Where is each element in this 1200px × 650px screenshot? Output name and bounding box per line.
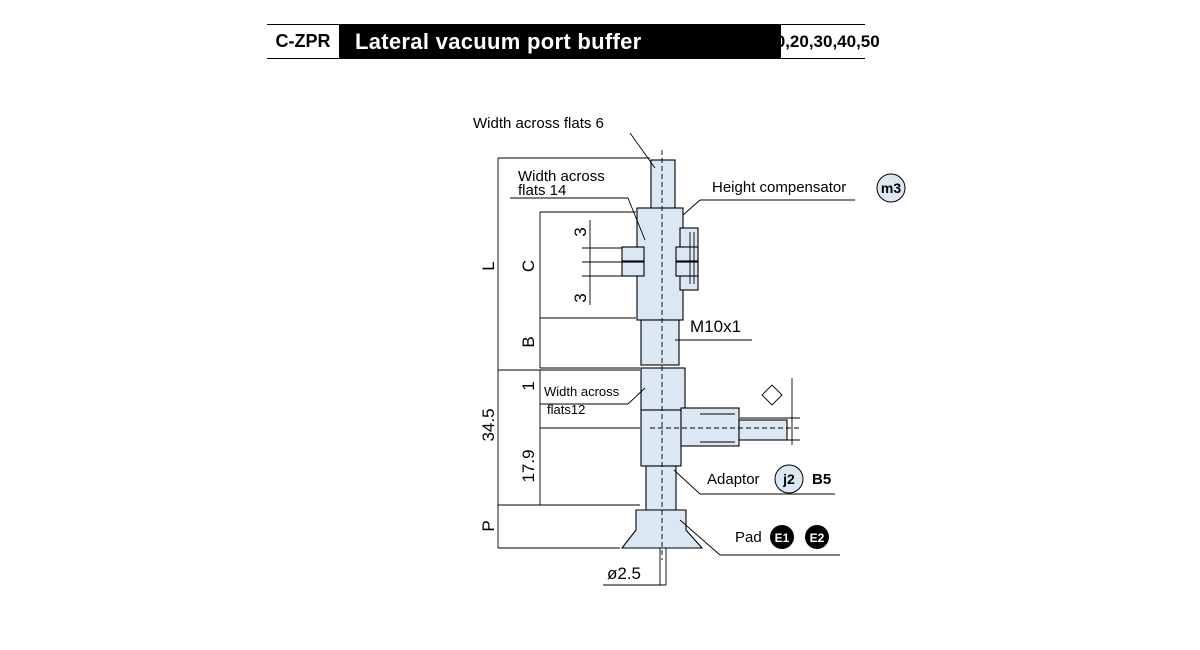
badge-j2-circle — [774, 464, 804, 494]
dim-B: B — [519, 336, 538, 347]
label-width-flats-14-line1: Width across — [518, 168, 605, 185]
badge-e1-circle — [770, 525, 794, 549]
dim-1: 1 — [519, 381, 538, 390]
dim-C: C — [519, 260, 538, 272]
title-bar: C-ZPR Lateral vacuum port buffer 10,20,3… — [267, 24, 880, 59]
centerlines — [650, 150, 800, 560]
label-width-flats-14-line2: flats 14 — [518, 182, 566, 199]
label-height-compensator: Height compensator — [712, 179, 846, 196]
dim-34-5: 34.5 — [479, 408, 498, 441]
product-name: Lateral vacuum port buffer — [339, 25, 781, 58]
badge-m3-circle — [876, 173, 906, 203]
dim-3-top: 3 — [571, 227, 590, 236]
badge-e2-circle — [805, 525, 829, 549]
size-list: 10,20,30,40,50 — [766, 31, 880, 51]
label-adaptor: Adaptor — [707, 471, 760, 488]
label-thread: M10x1 — [690, 317, 741, 336]
dim-L: L — [479, 261, 498, 270]
label-width-flats-6: Width across flats 6 — [473, 115, 604, 132]
label-width-flats-12-line1: Width across — [544, 384, 620, 399]
leader-lines — [510, 132, 855, 556]
badge-e2: E2 — [810, 531, 825, 545]
label-diameter: ø2.5 — [607, 564, 641, 583]
label-width-flats-12-line2: flats12 — [547, 402, 585, 417]
vacuum-buffer-body — [620, 159, 788, 549]
dim-17-9: 17.9 — [519, 449, 538, 482]
dimension-lines — [497, 157, 800, 586]
dim-P: P — [479, 520, 498, 531]
badge-j2: j2 — [782, 471, 795, 487]
label-adaptor-code: B5 — [812, 471, 831, 488]
badge-e1: E1 — [775, 531, 790, 545]
model-code: C-ZPR — [275, 31, 331, 51]
badge-m3: m3 — [881, 180, 901, 196]
dim-3-bottom: 3 — [571, 293, 590, 302]
label-pad: Pad — [735, 529, 762, 546]
